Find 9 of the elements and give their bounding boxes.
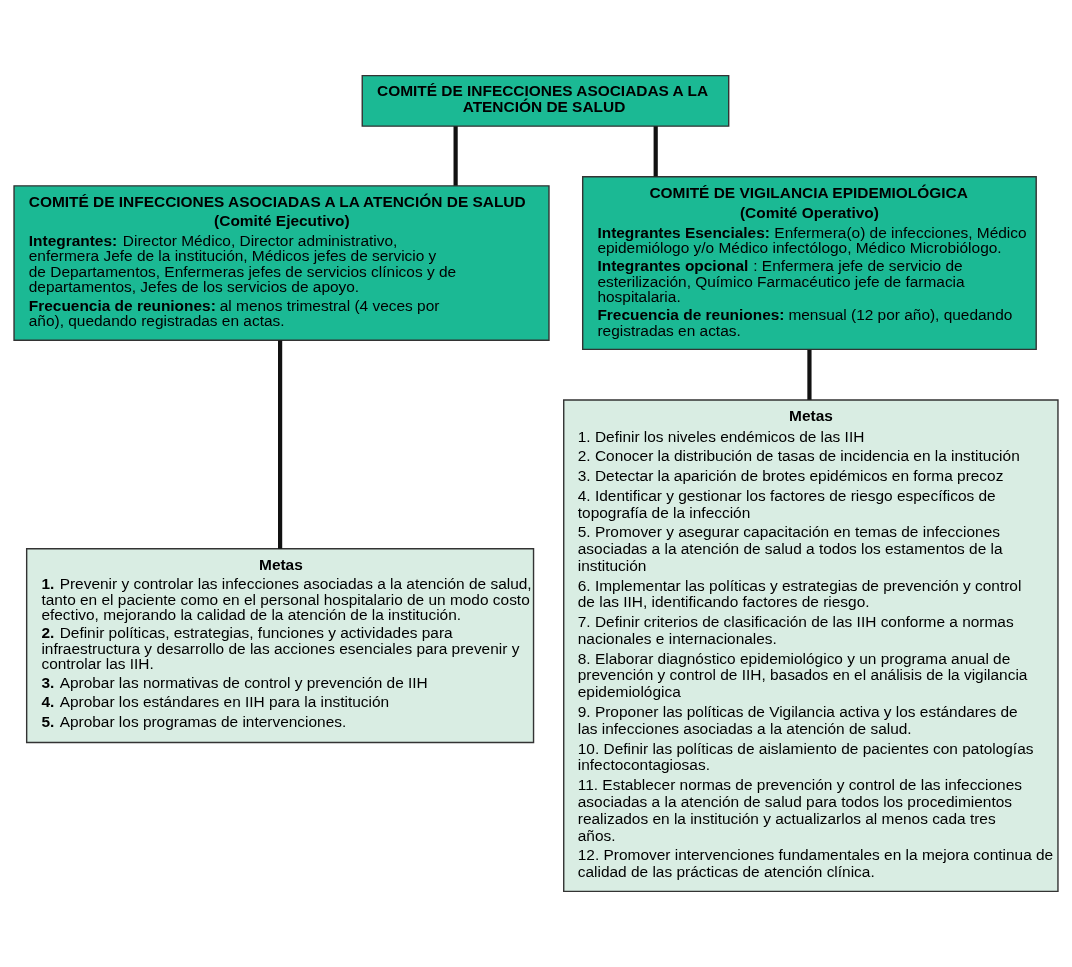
node-box: Metas 1. Prevenir y controlar las infecciones asociadas a la atención de salud, tanto en el paciente como en el personal hospitalario de un modo costo efectivo, mejorando la calidad de la atención de la institución. 2. Definir políticas, estrategias, funciones y actividades para infraestructura y desarrollo de las acciones esenciales para prevenir y controlar las IIH. 3. Aprobar las normativas de control y prevención de IIH 4. Aprobar los estándares en IIH para la institución 5. Aprobar los programas de intervenciones. [25,548,535,744]
connector [653,126,658,177]
connector [278,340,283,549]
connector [807,349,812,400]
node-box: COMITÉ DE INFECCIONES ASOCIADAS A LA ATENCIÓN DE SALUD [361,74,730,127]
connector [453,126,458,186]
node-box: Metas 1. Definir los niveles endémicos de las IIH 2. Conocer la distribución de tasas de incidencia en la institución 3. Detectar la aparición de brotes epidémicos en forma precoz 4. Identificar y gestionar los factores de riesgo específicos de topografía de la infección 5. Promover y asegurar capacitación en temas de infecciones asociadas a la atención de salud a todos los estamentos de la institución 6. Implementar las políticas y estrategias de prevención y control de las IIH, identificando factores de riesgo. 7. Definir criterios de clasificación de las IIH conforme a normas nacionales e internacionales. 8. Elaborar diagnóstico epidemiológico y un programa anual de prevención y control de IIH, basados en el análisis de la vigilancia epidemiológica 9. Proponer las políticas de Vigilancia activa y los estándares de las infecciones asociadas a la atención de salud. 10. Definir las políticas de aislamiento de pacientes con patologías infectocontagiosas. 11. Establecer normas de prevención y control de las infecciones asociadas a la atención de salud para todos los procedimientos realizados en la institución y actualizarlos al menos cada tres años. 12. Promover intervenciones fundamentales en la mejora continua de calidad de las prácticas de atención clínica. [563,399,1059,893]
node-box: COMITÉ DE VIGILANCIA EPIDEMIOLÓGICA (Comité Operativo) Integrantes Esenciales: Enfermera(o) de infecciones, Médico epidemiólogo y/o Médico infectólogo, Médico Microbiólogo. Integrantes opcional: Enfermera jefe de servicio de esterilización, Químico Farmacéutico jefe de farmacia hospitalaria. Frecuencia de reuniones: mensual (12 por año), quedando registradas en actas. [582,176,1037,351]
node-box: COMITÉ DE INFECCIONES ASOCIADAS A LA ATENCIÓN DE SALUD (Comité Ejecutivo) Integrantes: Director Médico, Director administrativo, enfermera Jefe de la institución, Médicos jefes de servicio y de Departamentos, Enfermeras jefes de servicios clínicos y de departamentos, Jefes de los servicios de apoyo. Frecuencia de reuniones: al menos trimestral (4 veces por año), quedando registradas en actas. [13,185,550,341]
